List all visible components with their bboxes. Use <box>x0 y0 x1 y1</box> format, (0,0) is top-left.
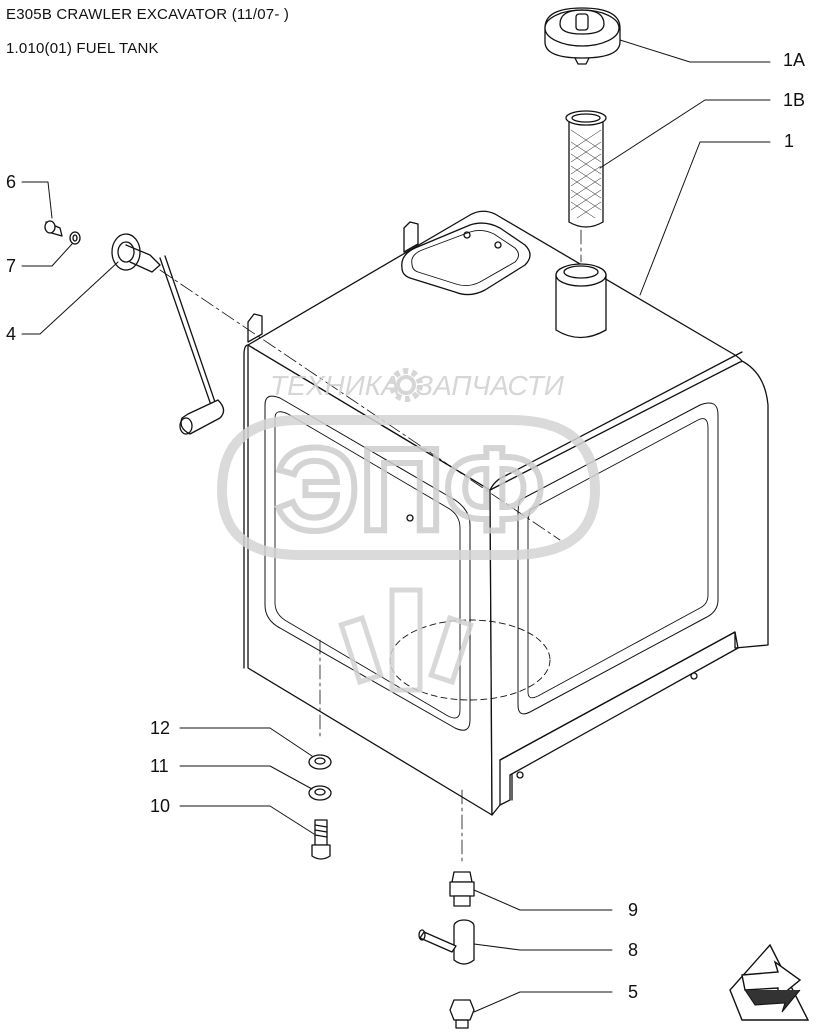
fuel-sender-part <box>111 233 225 435</box>
bolt-part-10 <box>311 819 331 860</box>
screw-part-6 <box>44 220 63 237</box>
washer-part-12 <box>308 754 332 770</box>
callout-4: 4 <box>6 324 16 344</box>
watermark-left-text: ТЕХНИКА <box>270 370 400 401</box>
leader-lines <box>21 39 771 1013</box>
callout-5: 5 <box>628 982 638 1002</box>
washer-part-7 <box>69 231 81 245</box>
washer-part-11 <box>308 785 332 801</box>
page-title: E305B CRAWLER EXCAVATOR (11/07- ) <box>6 6 290 23</box>
callout-7: 7 <box>6 256 16 276</box>
drain-valve-part-8 <box>418 919 475 965</box>
watermark-logo-frame <box>216 415 601 560</box>
adapter-part-9 <box>449 871 475 907</box>
gear-icon <box>389 368 423 402</box>
watermark: ТЕХНИКА ЗАПЧАСТИ ЭПФ <box>216 368 601 693</box>
callout-1B: 1B <box>783 90 805 110</box>
fuel-strainer-part <box>565 110 607 228</box>
wheat-emblem-icon <box>338 587 474 693</box>
callout-12: 12 <box>150 718 170 738</box>
callout-10: 10 <box>150 796 170 816</box>
callout-9: 9 <box>628 900 638 920</box>
callout-1: 1 <box>784 131 794 151</box>
watermark-logo-text: ЭПФ <box>275 424 544 556</box>
section-subtitle: 1.010(01) FUEL TANK <box>6 40 159 57</box>
plug-part-5 <box>449 999 475 1029</box>
callout-11: 11 <box>150 756 169 776</box>
center-lines <box>159 229 582 866</box>
fuel-tank-body <box>243 210 769 816</box>
callout-1A: 1A <box>783 50 805 70</box>
watermark-right-text: ЗАПЧАСТИ <box>416 370 565 401</box>
callout-6: 6 <box>6 172 16 192</box>
callout-8: 8 <box>628 940 638 960</box>
fuel-cap-part <box>544 7 621 65</box>
next-page-arrow-icon[interactable] <box>729 943 810 1021</box>
